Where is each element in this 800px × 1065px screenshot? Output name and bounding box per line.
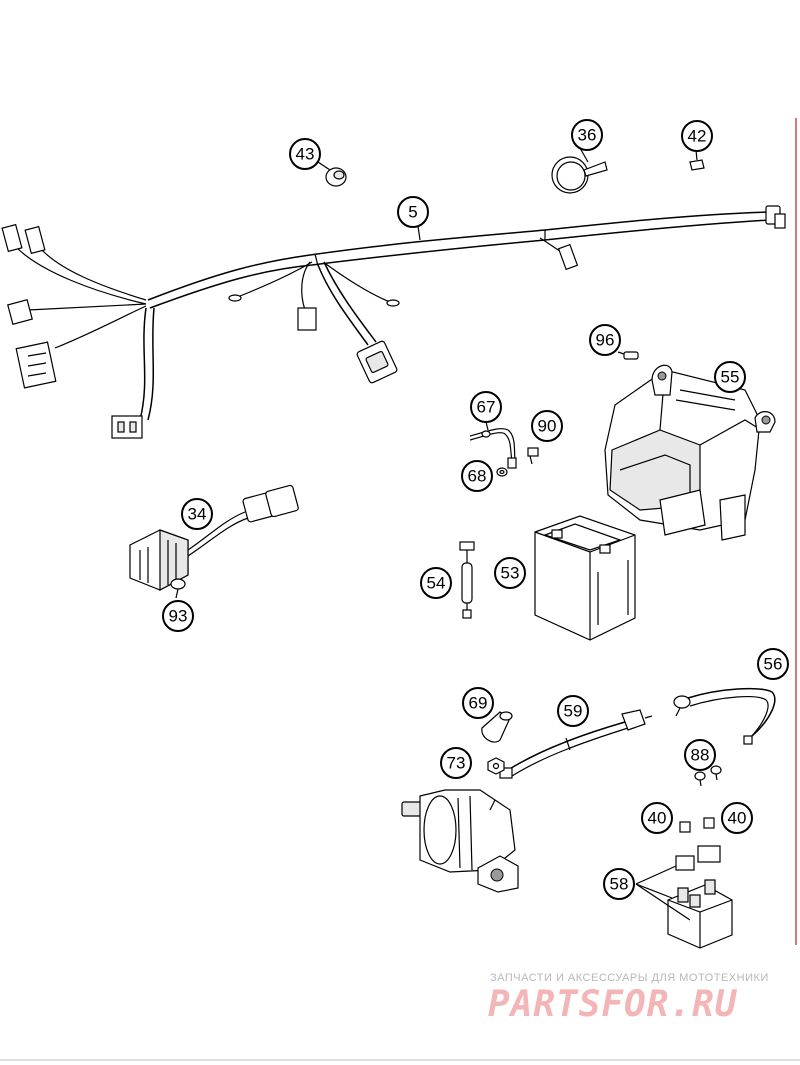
callout-5: 5 xyxy=(397,196,429,241)
nut-part xyxy=(487,757,505,775)
fuse-40-part xyxy=(679,817,715,833)
washer-part xyxy=(496,467,508,477)
battery-part xyxy=(534,515,636,641)
callout-36: 36 xyxy=(571,119,603,151)
callout-90: 90 xyxy=(531,410,563,442)
callout-53-label: 53 xyxy=(501,564,520,583)
callout-73: 73 xyxy=(440,747,472,779)
screw-90-part xyxy=(527,447,539,465)
callout-88: 88 xyxy=(684,739,716,771)
starter-cable-part xyxy=(499,709,653,779)
fuse-part xyxy=(459,541,475,619)
screw-93-part xyxy=(170,578,186,599)
grommet-part xyxy=(317,161,347,187)
callout-54-label: 54 xyxy=(427,574,446,593)
callout-56-label: 56 xyxy=(764,655,783,674)
callout-43-label: 43 xyxy=(296,145,315,164)
callout-5-label: 5 xyxy=(408,203,417,222)
callout-69-label: 69 xyxy=(469,694,488,713)
voltage-regulator-part xyxy=(129,484,299,592)
callout-55-label: 55 xyxy=(721,368,740,387)
watermark-logo: PARTSFOR.RU xyxy=(488,984,738,1025)
starter-relay-part xyxy=(635,845,733,949)
battery-holder-part xyxy=(604,364,776,541)
callout-90-label: 90 xyxy=(538,417,557,436)
callout-93-label: 93 xyxy=(169,607,188,626)
callout-34: 34 xyxy=(181,498,213,530)
screw-88-part xyxy=(694,765,722,787)
callout-42-label: 42 xyxy=(688,127,707,146)
callout-40b-label: 40 xyxy=(728,809,747,828)
callout-34-label: 34 xyxy=(188,505,207,524)
callout-53: 53 xyxy=(494,557,526,589)
callout-36-label: 36 xyxy=(578,126,597,145)
callout-55: 55 xyxy=(714,361,746,393)
callout-68: 68 xyxy=(461,460,493,492)
ground-cable-part xyxy=(469,428,517,469)
callout-96: 96 xyxy=(589,324,621,356)
starter-motor-part xyxy=(401,789,519,893)
callout-93: 93 xyxy=(162,600,194,632)
wiring-harness-part xyxy=(1,205,786,439)
callout-88-label: 88 xyxy=(691,746,710,765)
screw-96-part xyxy=(617,351,639,360)
protective-cap-part xyxy=(481,711,513,743)
callout-40-left: 40 xyxy=(641,802,673,834)
callout-67-label: 67 xyxy=(477,398,496,417)
watermark-tagline: ЗАПЧАСТИ И АКСЕССУАРЫ ДЛЯ МОТОТЕХНИКИ xyxy=(490,972,769,984)
callout-40a-label: 40 xyxy=(648,809,667,828)
callout-56: 56 xyxy=(757,648,789,680)
callout-58-label: 58 xyxy=(610,875,629,894)
callout-59: 59 xyxy=(557,695,589,727)
callout-96-label: 96 xyxy=(596,331,615,350)
cable-tie-part xyxy=(551,147,608,194)
callout-68-label: 68 xyxy=(468,467,487,486)
clip-part xyxy=(689,149,705,171)
callout-54: 54 xyxy=(420,567,452,599)
callout-40-right: 40 xyxy=(721,802,753,834)
battery-cable-part xyxy=(673,687,776,745)
callout-58: 58 xyxy=(603,868,635,900)
callout-59-label: 59 xyxy=(564,702,583,721)
callout-43: 43 xyxy=(289,138,321,170)
callout-42: 42 xyxy=(681,120,713,152)
callout-67: 67 xyxy=(470,391,502,431)
callout-69: 69 xyxy=(462,687,494,719)
callout-73-label: 73 xyxy=(447,754,466,773)
